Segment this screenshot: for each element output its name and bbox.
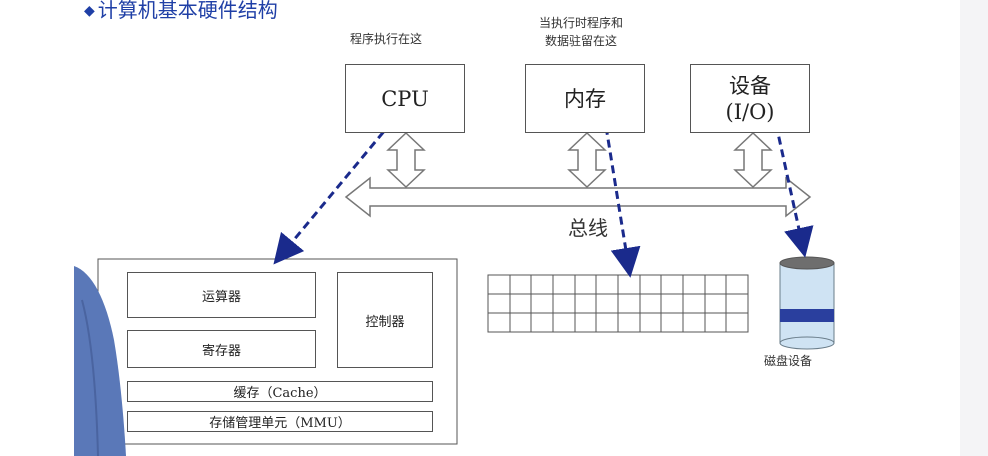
memory-grid (487, 274, 749, 333)
slide-title-text: 计算机基本硬件结构 (97, 0, 278, 22)
controller-box: 控制器 (337, 272, 433, 368)
device-bus-connector (733, 131, 773, 189)
cpu-bus-connector (386, 131, 426, 189)
memory-note-line1: 当执行时程序和 (538, 16, 623, 30)
cache-box: 缓存（Cache） (127, 381, 433, 402)
cpu-box: CPU (345, 64, 465, 133)
disk-arrow (774, 123, 814, 258)
mmu-box: 存储管理单元（MMU） (127, 411, 433, 432)
registers-label: 寄存器 (201, 343, 241, 359)
alu-box: 运算器 (127, 272, 316, 318)
right-edge-panel (960, 0, 988, 456)
device-box: 设备 (I/O) (690, 64, 810, 133)
memory-note: 当执行时程序和 数据驻留在这 (526, 14, 636, 50)
alu-label: 运算器 (201, 289, 241, 305)
disk-icon (779, 256, 835, 350)
device-label-line2: (I/O) (725, 99, 775, 124)
cpu-note: 程序执行在这 (350, 32, 423, 46)
mmu-label: 存储管理单元（MMU） (209, 416, 351, 431)
registers-box: 寄存器 (127, 330, 316, 368)
memory-box: 内存 (525, 64, 645, 133)
diamond-bullet-icon: ◆ (84, 3, 95, 19)
memory-note-line2: 数据驻留在这 (544, 34, 617, 48)
bus-label: 总线 (568, 216, 608, 240)
cache-label: 缓存（Cache） (233, 386, 327, 401)
memory-bus-connector (567, 131, 607, 189)
memory-label: 内存 (564, 86, 606, 111)
slide-title: ◆计算机基本硬件结构 (84, 0, 278, 23)
cpu-label: CPU (381, 86, 429, 111)
device-label-line1: 设备 (729, 73, 771, 98)
person-silhouette (74, 266, 126, 456)
cpu-detail-arrow (273, 111, 402, 265)
disk-label: 磁盘设备 (764, 354, 813, 368)
data-flow-arrows (273, 111, 814, 278)
bus-arrow (344, 176, 812, 218)
controller-label: 控制器 (365, 314, 405, 330)
